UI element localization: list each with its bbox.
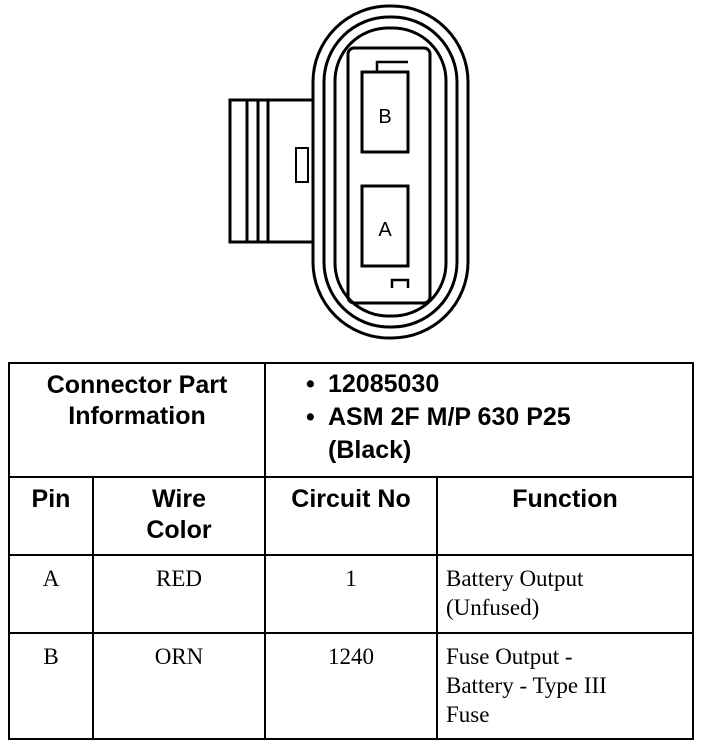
part-info-row: Connector Part Information 12085030 ASM … <box>8 362 695 478</box>
table-row: A RED 1 Battery Output (Unfused) <box>8 554 695 634</box>
part-number-item: 12085030 <box>306 368 692 401</box>
connector-info-table: Connector Part Information 12085030 ASM … <box>8 362 695 740</box>
function-line: Fuse <box>446 702 490 727</box>
part-numbers-cell: 12085030 ASM 2F M/P 630 P25 (Black) <box>263 362 695 478</box>
pin-b-terminal <box>360 70 410 154</box>
header-wire-color-line2: Color <box>146 516 212 544</box>
header-wire-color-line1: Wire <box>152 485 206 513</box>
pin-b-label: B <box>378 106 391 128</box>
header-function: Function <box>435 476 695 556</box>
table-row: B ORN 1240 Fuse Output - Battery - Type … <box>8 632 695 740</box>
cell-pin: B <box>8 632 94 740</box>
header-circuit-no: Circuit No <box>264 476 438 556</box>
header-pin: Pin <box>8 476 94 556</box>
part-info-label-line1: Connector Part <box>46 371 228 399</box>
cell-wire-color: RED <box>92 554 266 634</box>
part-info-label-cell: Connector Part Information <box>8 362 266 478</box>
function-line: Fuse Output - <box>446 644 573 669</box>
cell-function: Battery Output (Unfused) <box>435 554 695 634</box>
connector-inner-shell <box>333 26 448 318</box>
function-line: (Unfused) <box>446 595 540 620</box>
function-line: Battery - Type III <box>446 673 607 698</box>
header-wire-color: Wire Color <box>92 476 266 556</box>
cell-circuit-no: 1 <box>264 554 438 634</box>
connector-face-diagram: B A <box>228 4 470 340</box>
connector-pin-cavity <box>346 46 432 305</box>
part-numbers-list: 12085030 ASM 2F M/P 630 P25 <box>306 368 692 434</box>
cell-pin: A <box>8 554 94 634</box>
part-number-item: ASM 2F M/P 630 P25 <box>306 401 692 434</box>
column-header-row: Pin Wire Color Circuit No Function <box>8 476 695 556</box>
pin-a-terminal <box>360 184 410 268</box>
connector-middle-shell <box>322 15 459 329</box>
pin-a-label: A <box>378 219 392 241</box>
cell-circuit-no: 1240 <box>264 632 438 740</box>
part-number-color: (Black) <box>328 436 412 464</box>
function-line: Battery Output <box>446 566 584 591</box>
cell-function: Fuse Output - Battery - Type III Fuse <box>435 632 695 740</box>
part-info-label-line2: Information <box>68 402 206 430</box>
cell-wire-color: ORN <box>92 632 266 740</box>
